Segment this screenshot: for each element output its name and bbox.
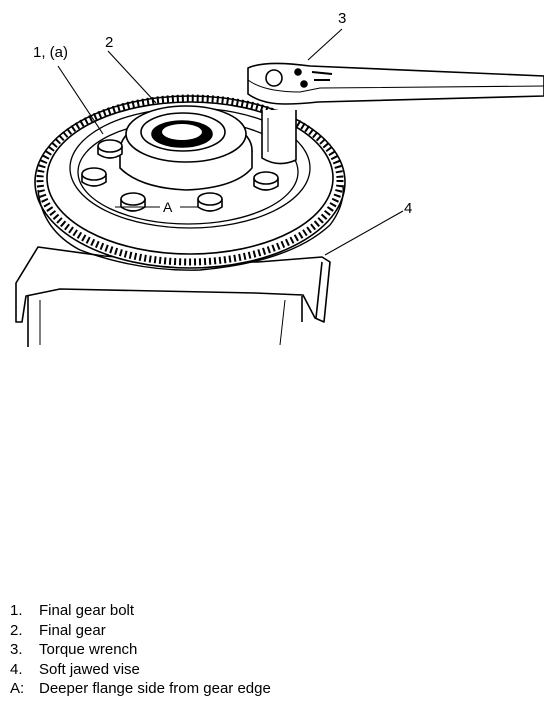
callout-3: 3 [338,10,347,27]
legend-item: 3. Torque wrench [10,640,271,660]
gear-assembly-drawing [15,28,544,347]
legend-item: 2. Final gear [10,621,271,641]
legend: 1. Final gear bolt 2. Final gear 3. Torque … [10,601,271,699]
legend-item: 1. Final gear bolt [10,601,271,621]
bolt [253,171,279,191]
legend-item: 4. Soft jawed vise [10,660,271,680]
legend-key: 3. [10,641,23,658]
legend-item: A: Deeper flange side from gear edge [10,679,271,699]
final-gear-bolts [81,139,279,212]
legend-text: Torque wrench [39,641,138,658]
legend-key: 4. [10,660,23,678]
legend-text: Final gear bolt [39,602,135,619]
callout-4: 4 [404,200,413,217]
callout-2: 2 [105,34,114,51]
legend-text: Deeper flange side from gear edge [39,680,271,697]
legend-text: Soft jawed vise [39,660,140,678]
legend-key: 1. [10,602,23,619]
legend-text: Final gear [39,621,106,639]
callout-a: A [163,199,173,215]
torque-wrench [247,62,544,165]
bolt [97,139,123,159]
diagram-illustration: 1, (a) 2 3 4 A [15,10,544,347]
bolt [120,192,146,212]
legend-key: 2. [10,621,23,639]
bolt [197,192,223,212]
callout-1a: 1, (a) [33,44,69,61]
final-gear [34,94,346,271]
legend-key: A: [10,680,25,697]
leader-lines [57,28,404,256]
bolt [81,167,107,187]
